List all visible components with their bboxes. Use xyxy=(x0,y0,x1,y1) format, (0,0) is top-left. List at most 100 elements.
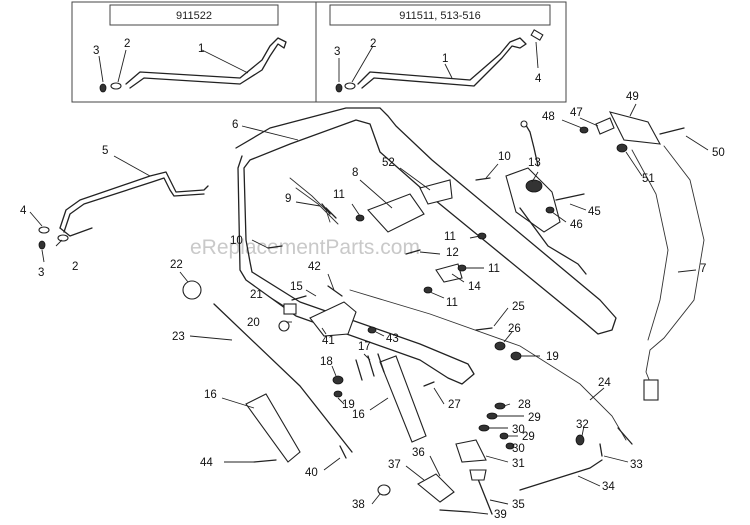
callout-3: 3 xyxy=(38,267,44,279)
leader-12 xyxy=(419,251,441,255)
lever-knob-part-13 xyxy=(525,179,543,193)
leader-14 xyxy=(451,273,465,283)
callout-23: 23 xyxy=(172,331,185,343)
inset-frame xyxy=(71,1,567,103)
leader-4-main xyxy=(29,211,43,227)
callout-3a: 3 xyxy=(93,45,99,57)
washer-part-19-right xyxy=(510,351,522,361)
bracket-part-49 xyxy=(608,111,661,145)
callout-7: 7 xyxy=(700,263,706,275)
rod-part-23 xyxy=(213,303,353,453)
callout-13: 13 xyxy=(528,157,541,169)
inset-right-model-label: 911511, 513-516 xyxy=(399,10,481,22)
nut-part-26 xyxy=(494,341,506,351)
callout-11b: 11 xyxy=(444,231,456,243)
callout-38: 38 xyxy=(352,499,365,511)
shift-rod-end-part-5 xyxy=(59,227,93,237)
leader-40 xyxy=(323,457,341,471)
pin-part-40 xyxy=(339,445,347,459)
leader-2b xyxy=(351,45,374,83)
callout-10a: 10 xyxy=(498,151,511,163)
callout-10b: 10 xyxy=(230,235,243,247)
leader-28 xyxy=(503,403,511,407)
leader-4b xyxy=(535,41,539,69)
bolt-part-35 xyxy=(475,473,493,515)
leader-6 xyxy=(241,125,299,141)
inset-right-title-box xyxy=(329,4,551,26)
nut-part-29b xyxy=(499,432,509,440)
callout-27: 27 xyxy=(448,399,461,411)
leader-1a xyxy=(201,49,249,74)
callout-39: 39 xyxy=(494,509,507,521)
callout-22: 22 xyxy=(170,259,183,271)
nut-part-37 xyxy=(469,469,487,481)
callout-4: 4 xyxy=(20,205,27,217)
washer-part-28 xyxy=(494,402,506,410)
leader-11-lower xyxy=(429,291,445,299)
leader-22 xyxy=(179,271,189,283)
leader-24 xyxy=(589,387,605,401)
leader-46 xyxy=(551,211,567,223)
leader-3a xyxy=(98,55,104,83)
inset-left-washer xyxy=(110,82,122,90)
inset-right-bracket xyxy=(530,29,544,41)
nut-part-11-right xyxy=(457,264,467,272)
clip-part-47 xyxy=(595,117,615,135)
inset-right-washer xyxy=(344,82,356,90)
plate-part-31 xyxy=(455,439,487,463)
inset-left-clip xyxy=(99,83,107,93)
callout-32: 32 xyxy=(576,419,589,431)
callout-29b: 29 xyxy=(522,431,535,443)
leader-31 xyxy=(485,455,509,463)
callout-34: 34 xyxy=(602,481,615,493)
callout-14: 14 xyxy=(468,281,481,293)
leader-1b xyxy=(444,63,453,79)
leader-19-left xyxy=(337,397,345,405)
washer-part-4 xyxy=(38,226,50,234)
cable-fitting-part-13 xyxy=(520,120,528,128)
callout-37: 37 xyxy=(388,459,401,471)
leader-21 xyxy=(267,295,285,307)
washer-part-30 xyxy=(478,424,490,432)
leader-49 xyxy=(629,103,637,117)
callout-8: 8 xyxy=(352,167,358,179)
leader-18 xyxy=(331,365,337,377)
inset-left-title-box xyxy=(109,4,279,26)
leader-11-mid xyxy=(469,235,481,239)
bolt-part-12 xyxy=(405,249,421,255)
leader-9 xyxy=(295,201,321,207)
watermark-text: eReplacementParts.com xyxy=(190,236,420,259)
callout-36: 36 xyxy=(412,447,425,459)
nut-part-48 xyxy=(579,126,589,134)
leader-16-center xyxy=(369,397,389,411)
leader-41 xyxy=(321,327,327,335)
cable-part-24 xyxy=(349,289,627,441)
callout-28: 28 xyxy=(518,399,531,411)
bolt-part-27 xyxy=(423,381,435,387)
leader-35 xyxy=(489,499,509,505)
upper-handle-part-6 xyxy=(235,107,617,335)
callout-31: 31 xyxy=(512,458,525,470)
leader-26 xyxy=(503,331,513,343)
inset-left-model-label: 911522 xyxy=(176,10,212,22)
bolt-part-39 xyxy=(439,509,471,513)
plate-part-8 xyxy=(367,193,425,233)
callout-19a: 19 xyxy=(342,399,355,411)
nut-part-46 xyxy=(545,206,555,214)
nut-part-32 xyxy=(575,434,585,446)
nut-part-18 xyxy=(332,375,344,385)
callout-3b: 3 xyxy=(334,46,340,58)
leader-50 xyxy=(685,135,709,151)
callout-15: 15 xyxy=(290,281,303,293)
pin-part-42 xyxy=(327,285,343,297)
leader-16-left xyxy=(221,397,255,409)
callout-12: 12 xyxy=(446,247,459,259)
callout-11d: 11 xyxy=(446,297,458,309)
leader-10-top xyxy=(485,163,499,179)
link-part-16-left xyxy=(245,393,301,463)
control-lever-part-13 xyxy=(505,167,561,233)
inset-panels: 911522 911511, 513-516 xyxy=(71,1,567,103)
callout-41: 41 xyxy=(322,335,335,347)
bracket-part-36 xyxy=(417,473,455,503)
